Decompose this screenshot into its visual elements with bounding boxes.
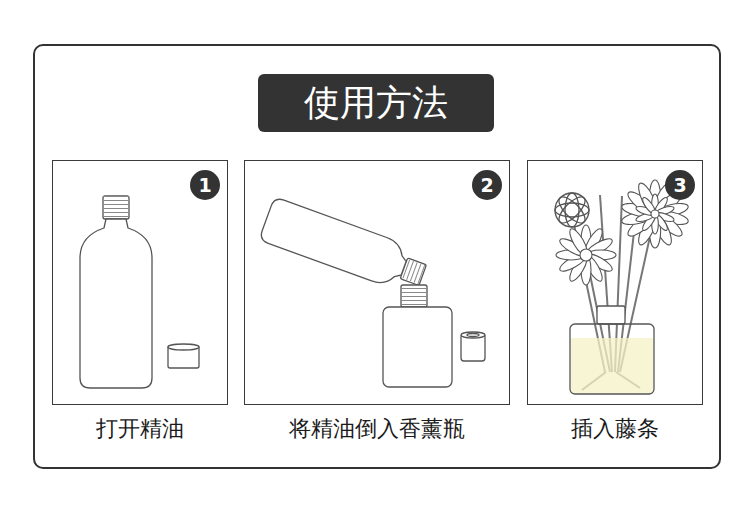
- callout-number: 1: [198, 174, 211, 196]
- bottle-cap: [168, 344, 199, 368]
- step-number: 3: [665, 170, 695, 200]
- title-text: 使用方法: [304, 79, 448, 128]
- diffuser-cap: [461, 332, 485, 361]
- reed-bottle: [570, 306, 654, 394]
- step-panel: 打开精油1: [52, 160, 228, 405]
- step-panel: 插入藤条3: [527, 160, 703, 405]
- callout-number: 3: [673, 174, 686, 196]
- diffuser-bottle: [383, 285, 452, 387]
- callout-number: 2: [480, 174, 493, 196]
- step-caption: 将精油倒入香薰瓶: [289, 414, 465, 444]
- title-box: 使用方法: [258, 74, 494, 132]
- step-caption: 打开精油: [96, 414, 184, 444]
- outer-frame: [34, 45, 720, 468]
- pouring-bottle: [259, 197, 432, 297]
- oil-bottle: [80, 196, 152, 388]
- step-caption: 插入藤条: [571, 414, 659, 444]
- step-number: 2: [472, 170, 502, 200]
- rattan-ball: [555, 193, 589, 227]
- step-number: 1: [190, 170, 220, 200]
- step-panel: 将精油倒入香薰瓶2: [244, 160, 510, 405]
